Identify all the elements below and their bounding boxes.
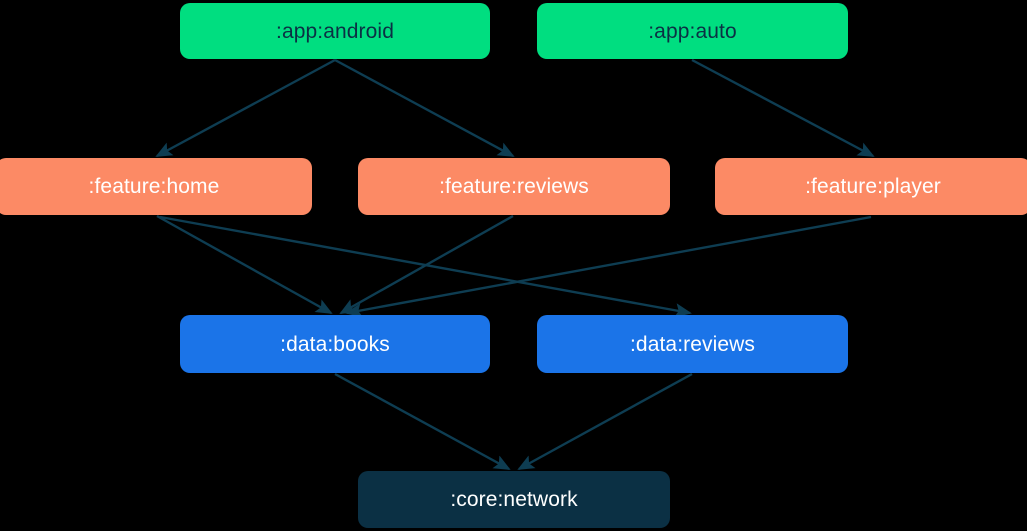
graph-node-feature-reviews[interactable]: :feature:reviews bbox=[358, 158, 670, 215]
graph-node-label: :feature:home bbox=[88, 175, 220, 198]
graph-node-core-network[interactable]: :core:network bbox=[358, 471, 670, 528]
graph-node-label: :app:android bbox=[276, 19, 394, 43]
graph-node-label: :feature:reviews bbox=[439, 175, 589, 198]
graph-node-feature-home[interactable]: :feature:home bbox=[0, 158, 312, 215]
graph-node-label: :data:reviews bbox=[629, 332, 756, 356]
graph-node-app-auto[interactable]: :app:auto bbox=[537, 3, 848, 59]
graph-node-app-android[interactable]: :app:android bbox=[180, 3, 490, 59]
graph-node-label: :feature:player bbox=[805, 175, 941, 198]
graph-node-label: :app:auto bbox=[648, 19, 737, 43]
graph-node-label: :data:books bbox=[280, 332, 390, 356]
graph-node-label: :core:network bbox=[450, 488, 578, 511]
graph-node-data-books[interactable]: :data:books bbox=[180, 315, 490, 373]
graph-node-feature-player[interactable]: :feature:player bbox=[715, 158, 1027, 215]
graph-node-data-reviews[interactable]: :data:reviews bbox=[537, 315, 848, 373]
